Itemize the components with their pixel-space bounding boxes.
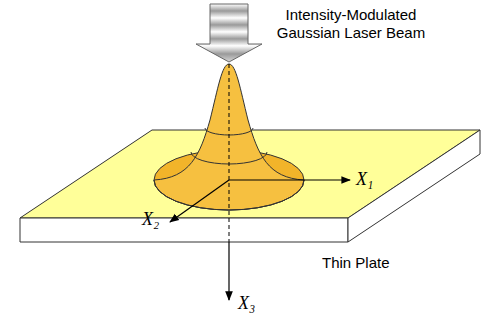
beam-label: Intensity-Modulated Gaussian Laser Beam [266, 6, 436, 42]
axis-x3-dashed [229, 64, 230, 242]
axis-x3 [228, 242, 229, 300]
beam-arrow [196, 4, 262, 62]
axis-label: X₃ [238, 294, 255, 312]
axis-x2 [170, 180, 229, 222]
part-label: Thin Plate [322, 254, 390, 272]
axis-x1 [229, 179, 350, 180]
plate-side [348, 130, 480, 242]
plate-front [20, 218, 348, 242]
axis-label: X₁ [356, 170, 373, 188]
axis-label: X₂ [142, 210, 159, 228]
